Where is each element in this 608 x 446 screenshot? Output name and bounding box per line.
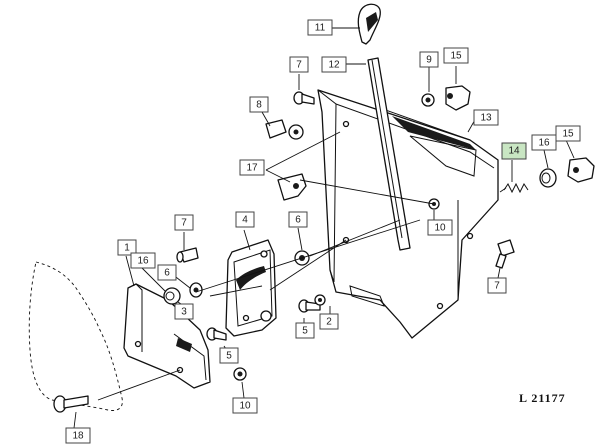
svg-text:10: 10: [434, 223, 446, 234]
callout-16-right: 16: [531, 134, 557, 151]
spring-14: [499, 182, 529, 194]
svg-text:10: 10: [239, 401, 251, 412]
callout-13: 13: [473, 109, 499, 126]
callout-6-left: 6: [157, 264, 177, 281]
svg-text:7: 7: [296, 60, 302, 71]
callout-11: 11: [307, 19, 333, 36]
bolt-5-center: [298, 299, 321, 313]
callout-14: 14: [501, 142, 527, 160]
svg-text:6: 6: [164, 268, 170, 279]
bolt-7-left: [176, 247, 199, 263]
callout-2: 2: [319, 313, 339, 330]
svg-text:17: 17: [246, 163, 258, 174]
callout-7-left: 7: [174, 214, 194, 231]
callout-6-center: 6: [288, 211, 308, 228]
callout-5-lower: 5: [219, 347, 239, 364]
svg-text:3: 3: [181, 307, 187, 318]
fender-outline: [28, 261, 123, 411]
spacer-16: [539, 168, 557, 188]
callout-5-center: 5: [295, 322, 315, 339]
nut-2: [314, 294, 326, 306]
spacer-16-left: [163, 287, 181, 305]
callout-15-right: 15: [555, 125, 581, 142]
svg-text:11: 11: [315, 23, 326, 34]
svg-text:1: 1: [124, 243, 130, 254]
figure-reference: L 21177: [519, 391, 566, 405]
callout-16-left: 16: [130, 252, 156, 269]
stud-8: [265, 119, 304, 140]
svg-text:12: 12: [328, 60, 340, 71]
bolt-5-lower: [206, 327, 227, 341]
svg-text:18: 18: [72, 431, 84, 442]
support-bracket: [317, 89, 499, 339]
callout-12: 12: [321, 56, 347, 73]
bracket-piece: [277, 173, 307, 201]
callout-9: 9: [419, 51, 439, 68]
svg-text:14: 14: [508, 146, 520, 157]
callout-1: 1: [117, 239, 137, 256]
washer-6-left: [189, 282, 203, 298]
callout-15-top: 15: [443, 47, 469, 64]
svg-text:5: 5: [302, 326, 308, 337]
callout-3: 3: [174, 303, 194, 320]
nut-10-bottom: [233, 367, 247, 381]
callout-18: 18: [65, 427, 91, 444]
svg-text:4: 4: [242, 215, 248, 226]
svg-text:5: 5: [226, 351, 232, 362]
svg-text:15: 15: [450, 51, 462, 62]
svg-text:8: 8: [256, 100, 262, 111]
callout-7-top: 7: [289, 56, 309, 73]
callout-8: 8: [249, 96, 269, 113]
svg-text:9: 9: [426, 55, 432, 66]
svg-text:13: 13: [480, 113, 492, 124]
nut-9: [421, 93, 435, 107]
svg-text:7: 7: [181, 218, 187, 229]
callout-17: 17: [239, 159, 265, 176]
svg-text:15: 15: [562, 129, 574, 140]
leader-lines: [73, 27, 575, 429]
callout-10-center: 10: [427, 219, 453, 236]
svg-text:6: 6: [295, 215, 301, 226]
svg-text:16: 16: [538, 138, 550, 149]
bolt-7-right: [495, 239, 515, 269]
callout-10-bottom: 10: [232, 397, 258, 414]
lever-assembly: [357, 3, 411, 251]
knob-15-right: [567, 157, 595, 183]
callout-4: 4: [235, 211, 255, 228]
knob-15-top: [445, 85, 471, 111]
svg-text:7: 7: [494, 281, 500, 292]
svg-text:2: 2: [326, 317, 332, 328]
bolt-18: [53, 395, 89, 413]
callout-7-right: 7: [487, 277, 507, 294]
svg-text:16: 16: [137, 256, 149, 267]
bolt-7-top: [293, 91, 315, 105]
